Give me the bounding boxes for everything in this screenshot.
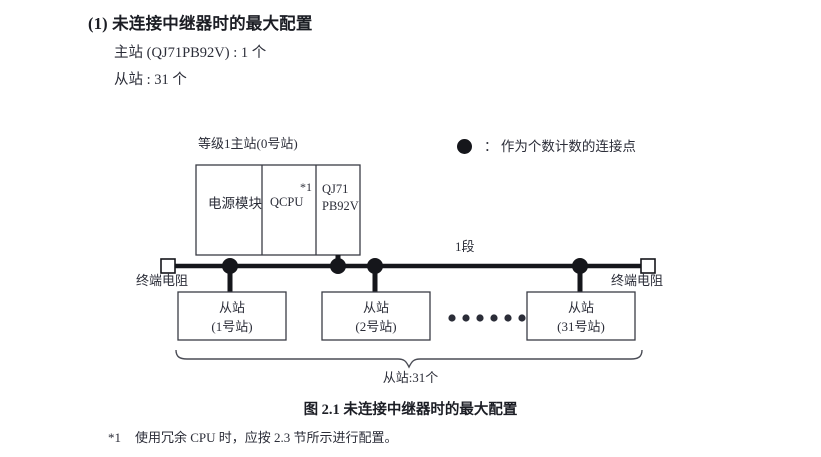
- slave-box-1-label: 从站 (1号站): [178, 299, 286, 337]
- slave-box-2-name: 从站: [362, 300, 389, 315]
- slave-total-label: 从站:31个: [382, 370, 439, 385]
- terminator-right-icon: [640, 258, 656, 274]
- footnote-text: 使用冗余 CPU 时，应按 2.3 节所示进行配置。: [135, 430, 398, 445]
- terminator-left-icon: [160, 258, 176, 274]
- spec-slave-count: 从站 : 31 个: [114, 72, 187, 88]
- heading-block: (1) 未连接中继器时的最大配置 主站 (QJ71PB92V) : 1 个 从站…: [88, 10, 688, 89]
- module-cell-network-line2: PB92V: [322, 199, 359, 213]
- module-cell-power-unit: 电源模块: [208, 196, 262, 211]
- footnote-mark: *1: [108, 430, 121, 445]
- slave-box-31: [526, 291, 636, 341]
- footnote: *1 使用冗余 CPU 时，应按 2.3 节所示进行配置。: [108, 427, 398, 446]
- terminator-left-label: 终端电阻: [136, 273, 189, 288]
- page-title: (1) 未连接中继器时的最大配置: [88, 14, 313, 33]
- slave-box-31-name: 从站: [567, 300, 594, 315]
- figure-caption: 图 2.1 未连接中继器时的最大配置: [303, 402, 518, 418]
- slave-range-brace: [175, 349, 643, 369]
- legend-text: ： 作为个数计数的连接点: [484, 139, 636, 154]
- slave-box-2-label: 从站 (2号站): [322, 299, 430, 337]
- spec-master-count: 主站 (QJ71PB92V) : 1 个: [114, 45, 267, 61]
- slave-box-2-station: (2号站): [355, 318, 397, 334]
- module-cell-network-line1: QJ71: [322, 182, 349, 196]
- slave-box-1: [177, 291, 287, 341]
- slave-box-2: [321, 291, 431, 341]
- module-cell-cpu: QCPU: [270, 195, 304, 209]
- master-module-box: [195, 164, 361, 256]
- slave-box-31-station: (31号站): [557, 318, 605, 334]
- slave-box-31-label: 从站 (31号站): [527, 299, 635, 337]
- master-station-caption: 等级1主站(0号站): [198, 136, 298, 151]
- module-cell-cpu-footnote-mark: *1: [300, 180, 312, 194]
- ellipsis-dots: [448, 314, 526, 322]
- segment-label: 1段: [455, 239, 475, 254]
- filled-circle-icon: [457, 139, 472, 154]
- slave-box-1-station: (1号站): [211, 318, 253, 334]
- slave-box-1-name: 从站: [218, 300, 245, 315]
- terminator-right-label: 终端电阻: [611, 273, 664, 288]
- connection-node-master: [330, 258, 346, 274]
